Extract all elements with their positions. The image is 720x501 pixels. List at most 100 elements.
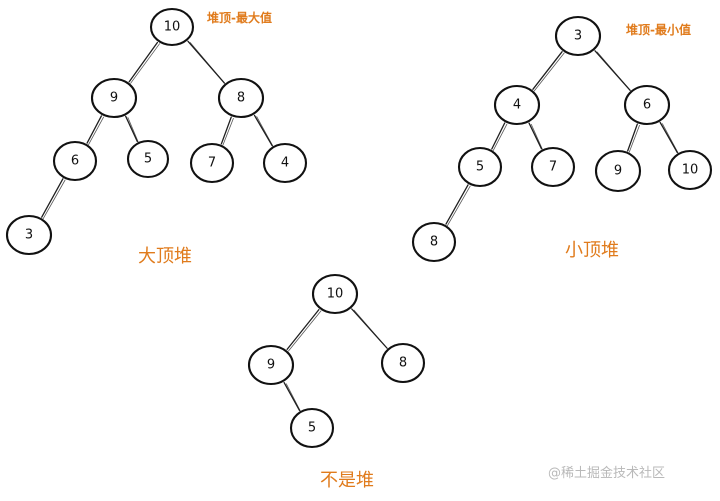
not-heap-edge-sketch-1 (353, 309, 389, 351)
min-heap-edge-sketch-2 (492, 123, 508, 152)
max-heap-node-label: 4 (281, 156, 289, 171)
min-heap-node-label: 3 (574, 29, 582, 44)
not-heap-node: 8 (380, 342, 426, 384)
min-heap-node-circle (530, 146, 576, 188)
max-heap-node-circle (262, 142, 308, 184)
not-heap-node-label: 8 (399, 356, 407, 371)
min-heap-edge-4 (627, 123, 638, 152)
min-heap-node: 4 (493, 84, 541, 126)
not-heap-node: 5 (289, 407, 335, 449)
min-heap-edge-0 (532, 51, 563, 90)
max-heap-node-circle (90, 77, 138, 119)
min-heap-note: 堆顶-最小值 (626, 22, 691, 37)
max-heap-node-label: 5 (144, 152, 152, 167)
min-heap-node-circle (493, 84, 541, 126)
max-heap-node-circle (52, 140, 98, 182)
min-heap-node-circle (623, 84, 671, 126)
max-heap-node-circle (189, 142, 235, 184)
not-heap-edge-sketch-2 (285, 383, 302, 413)
not-heap-edge-sketch-0 (288, 310, 322, 352)
min-heap-node: 5 (457, 146, 503, 188)
max-heap-node: 5 (126, 139, 170, 179)
min-heap-node: 6 (623, 84, 671, 126)
not-heap-node-circle (311, 273, 359, 315)
min-heap-edge-6 (445, 184, 469, 225)
min-heap-edge-sketch-6 (446, 185, 471, 227)
max-heap-title: 大顶堆 (138, 246, 192, 267)
min-heap-edge-sketch-3 (530, 124, 544, 151)
not-heap-node-label: 10 (327, 287, 344, 302)
max-heap-edge-3 (125, 115, 138, 143)
min-heap-edge-3 (528, 122, 543, 150)
edges-layer (41, 40, 680, 413)
not-heap-node-circle (289, 407, 335, 449)
max-heap-node: 8 (217, 77, 265, 119)
not-heap-node-label: 5 (308, 421, 316, 436)
not-heap-edge-2 (283, 381, 301, 412)
not-heap-node-circle (380, 342, 426, 384)
max-heap-node: 9 (90, 77, 138, 119)
max-heap-node-circle (5, 214, 53, 256)
min-heap-node-circle (457, 146, 503, 188)
max-heap-node-label: 6 (71, 154, 79, 169)
min-heap-node-label: 8 (430, 235, 438, 250)
min-heap-node-label: 5 (476, 160, 484, 175)
max-heap-node-label: 8 (237, 91, 245, 106)
max-heap-node-circle (149, 7, 195, 47)
min-heap-title: 小顶堆 (565, 240, 619, 261)
max-heap-edge-sketch-5 (256, 116, 274, 148)
not-heap-node: 10 (311, 273, 359, 315)
max-heap-edge-6 (41, 178, 64, 218)
watermark-text: @稀土掘金技术社区 (548, 465, 665, 481)
max-heap-node-circle (126, 139, 170, 179)
not-heap-edge-0 (286, 308, 320, 351)
min-heap-node-circle (554, 15, 602, 57)
max-heap-edge-4 (220, 116, 232, 145)
max-heap-edge-sketch-6 (42, 179, 66, 220)
min-heap-node: 10 (667, 149, 713, 191)
min-heap-node-circle (411, 221, 457, 263)
min-heap-node-label: 9 (614, 164, 622, 179)
max-heap-note: 堆顶-最大值 (207, 10, 272, 25)
max-heap-edge-0 (128, 41, 159, 83)
min-heap-edge-5 (659, 121, 678, 154)
nodes-layer: 10 9 8 6 5 7 4 3 3 4 6 5 7 9 10 8 10 9 8 5 (5, 7, 713, 449)
max-heap-edge-sketch-2 (88, 116, 104, 146)
not-heap-title: 不是堆 (320, 470, 374, 491)
max-heap-edge-sketch-3 (127, 117, 140, 144)
min-heap-edge-2 (491, 122, 506, 150)
min-heap-edge-sketch-5 (662, 123, 680, 155)
min-heap-node: 8 (411, 221, 457, 263)
max-heap-node-circle (217, 77, 265, 119)
min-heap-node-label: 4 (513, 98, 521, 113)
max-heap-node-label: 7 (208, 156, 216, 171)
max-heap-edge-sketch-0 (130, 43, 161, 84)
min-heap-node: 9 (594, 149, 642, 193)
min-heap-node: 7 (530, 146, 576, 188)
min-heap-node-circle (667, 149, 713, 191)
max-heap-node-label: 10 (164, 20, 181, 35)
min-heap-edge-sketch-0 (533, 52, 565, 92)
max-heap-node: 4 (262, 142, 308, 184)
max-heap-edge-sketch-4 (222, 118, 234, 146)
max-heap-node-label: 3 (25, 228, 33, 243)
min-heap-edge-sketch-1 (596, 51, 632, 93)
max-heap-edge-sketch-1 (189, 42, 227, 85)
min-heap-edge-sketch-4 (628, 125, 640, 153)
not-heap-node: 9 (247, 344, 295, 386)
min-heap-node-circle (594, 149, 642, 193)
max-heap-node: 7 (189, 142, 235, 184)
max-heap-node: 10 (149, 7, 195, 47)
min-heap-node-label: 7 (549, 160, 557, 175)
max-heap-edge-2 (86, 115, 103, 144)
not-heap-node-circle (247, 344, 295, 386)
max-heap-node: 3 (5, 214, 53, 256)
max-heap-node: 6 (52, 140, 98, 182)
max-heap-edge-5 (253, 114, 273, 147)
min-heap-node-label: 6 (643, 98, 651, 113)
min-heap-node: 3 (554, 15, 602, 57)
min-heap-node-label: 10 (682, 163, 699, 178)
max-heap-node-label: 9 (110, 91, 118, 106)
not-heap-node-label: 9 (267, 358, 275, 373)
